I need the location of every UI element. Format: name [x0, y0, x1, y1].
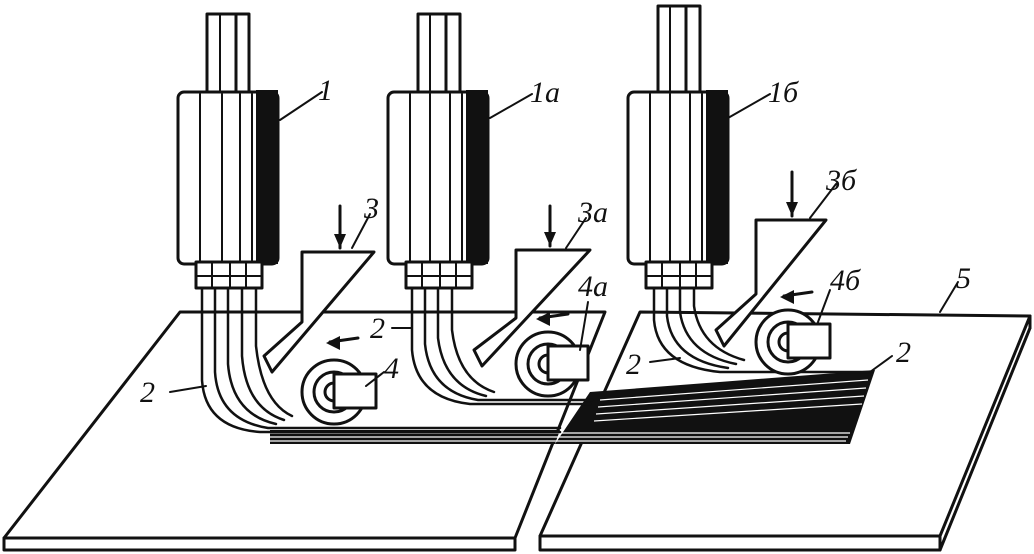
label-shoe-3: 3	[363, 192, 379, 225]
label-strand-2-right-end: 2	[896, 336, 911, 369]
base-plate-left	[2, 310, 607, 552]
leader-lines	[169, 91, 959, 393]
pressure-shoe-3b	[714, 170, 828, 348]
label-shoe-3a: 3а	[577, 196, 608, 229]
label-roller-4: 4	[384, 352, 399, 385]
roller-4	[300, 336, 378, 426]
pressure-shoe-3	[262, 204, 376, 374]
roller-4b	[754, 290, 832, 376]
label-shoe-3b: 3б	[825, 164, 857, 197]
label-roller-4b: 4б	[830, 264, 861, 297]
label-strand-2-right: 2	[626, 348, 641, 381]
label-head-1a: 1а	[530, 76, 560, 109]
feed-head-1b	[626, 4, 872, 374]
label-head-1b: 1б	[768, 76, 799, 109]
feed-head-1a	[386, 12, 594, 406]
label-head-1: 1	[318, 74, 333, 107]
label-strand-2-left: 2	[140, 376, 155, 409]
roller-4a	[514, 312, 590, 398]
label-table-5: 5	[956, 262, 971, 295]
pressure-shoe-3a	[472, 204, 592, 368]
feed-head-1	[176, 12, 562, 434]
laid-fiber-band	[270, 370, 875, 444]
label-strand-2-mid: 2	[370, 312, 385, 345]
label-roller-4a: 4а	[578, 270, 608, 303]
callout-labels: 1 1а 1б 3 3а 3б 4 4а 4б 5 2 2 2 2	[140, 74, 971, 409]
